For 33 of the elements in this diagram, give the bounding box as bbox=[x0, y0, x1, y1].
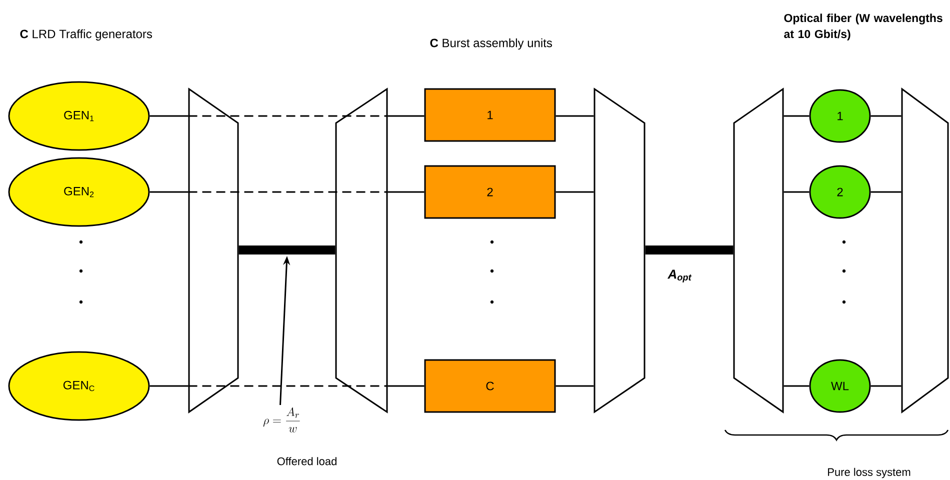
connector-line bbox=[870, 385, 902, 387]
connector-line bbox=[150, 385, 188, 387]
connector-line bbox=[784, 385, 810, 387]
connector-line bbox=[388, 115, 424, 117]
bundle-line bbox=[645, 246, 734, 254]
formula-label: A$_{opt}$ bbox=[668, 270, 692, 282]
text-label: C Burst assembly units bbox=[430, 38, 552, 50]
unit-box: 2 bbox=[424, 165, 556, 219]
connector-line bbox=[150, 191, 188, 193]
connector-line bbox=[388, 385, 424, 387]
connector-line bbox=[188, 385, 388, 387]
unit-box: C bbox=[424, 359, 556, 413]
connector-line bbox=[784, 191, 810, 193]
ellipse-node: GEN$_{2}$ bbox=[8, 157, 150, 227]
text-label: C LRD Traffic generators bbox=[20, 29, 152, 41]
connector-line bbox=[188, 191, 388, 193]
connector-line bbox=[556, 191, 594, 193]
connector-line bbox=[870, 191, 902, 193]
caption: Pure loss system bbox=[828, 468, 910, 478]
ellipse-node: GEN$_{C}$ bbox=[8, 351, 150, 421]
connector-line bbox=[188, 115, 388, 117]
connector-line bbox=[870, 115, 902, 117]
connector-line bbox=[556, 385, 594, 387]
connector-line bbox=[556, 115, 594, 117]
node-label: Offered load bbox=[277, 457, 336, 466]
ellipse-node: GEN$_{1}$ bbox=[8, 81, 150, 151]
connector-line bbox=[784, 115, 810, 117]
connector-line bbox=[388, 191, 424, 193]
connector-line bbox=[150, 115, 188, 117]
bundle-line bbox=[238, 246, 336, 254]
unit-box: 1 bbox=[424, 88, 556, 142]
text-label: Optical fiber (W wavelengths at 10 Gbit/s) bbox=[784, 14, 942, 40]
formula: $\rho = \frac{A_{r}}{w}$ bbox=[263, 407, 300, 432]
